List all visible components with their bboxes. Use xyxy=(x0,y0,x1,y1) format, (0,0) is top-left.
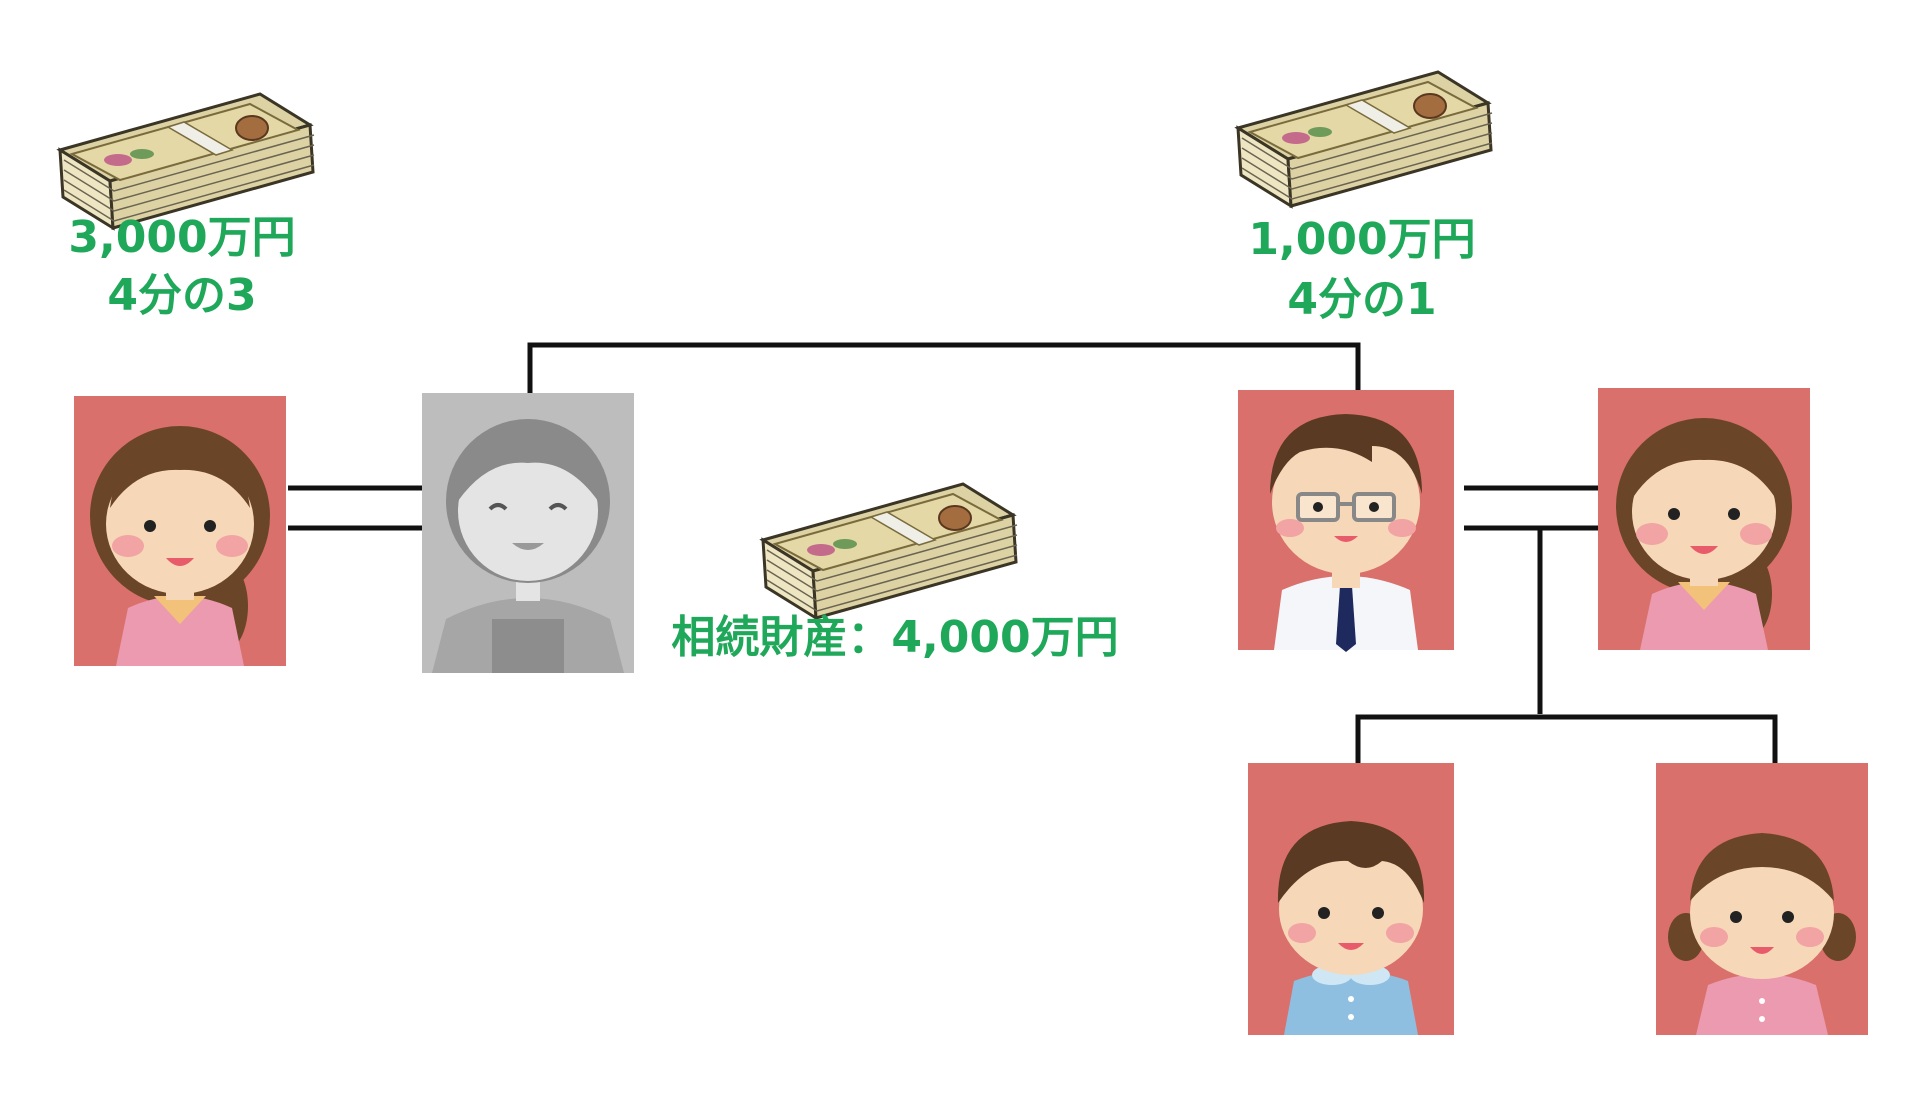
money-bundle-icon-estate xyxy=(761,482,1019,620)
spouse-fraction-label: 4分の3 xyxy=(107,270,257,321)
children-line xyxy=(1355,714,1778,766)
child-girl-portrait xyxy=(1656,763,1868,1035)
sibling-spouse-portrait xyxy=(1598,388,1810,650)
sibling-amount-label: 1,000万円 xyxy=(1248,214,1476,265)
spouse-portrait xyxy=(74,396,286,666)
sibling-portrait xyxy=(1238,390,1454,652)
sibling-link-line xyxy=(527,342,1361,395)
deceased-portrait xyxy=(422,393,634,673)
estate-label: 相続財産：4,000万円 xyxy=(671,612,1119,663)
money-bundle-icon-sibling xyxy=(1236,70,1494,208)
family-lines xyxy=(288,342,1778,766)
spouse-amount-label: 3,000万円 xyxy=(68,212,296,263)
child-boy-portrait xyxy=(1248,763,1454,1035)
sibling-fraction-label: 4分の1 xyxy=(1287,274,1437,325)
